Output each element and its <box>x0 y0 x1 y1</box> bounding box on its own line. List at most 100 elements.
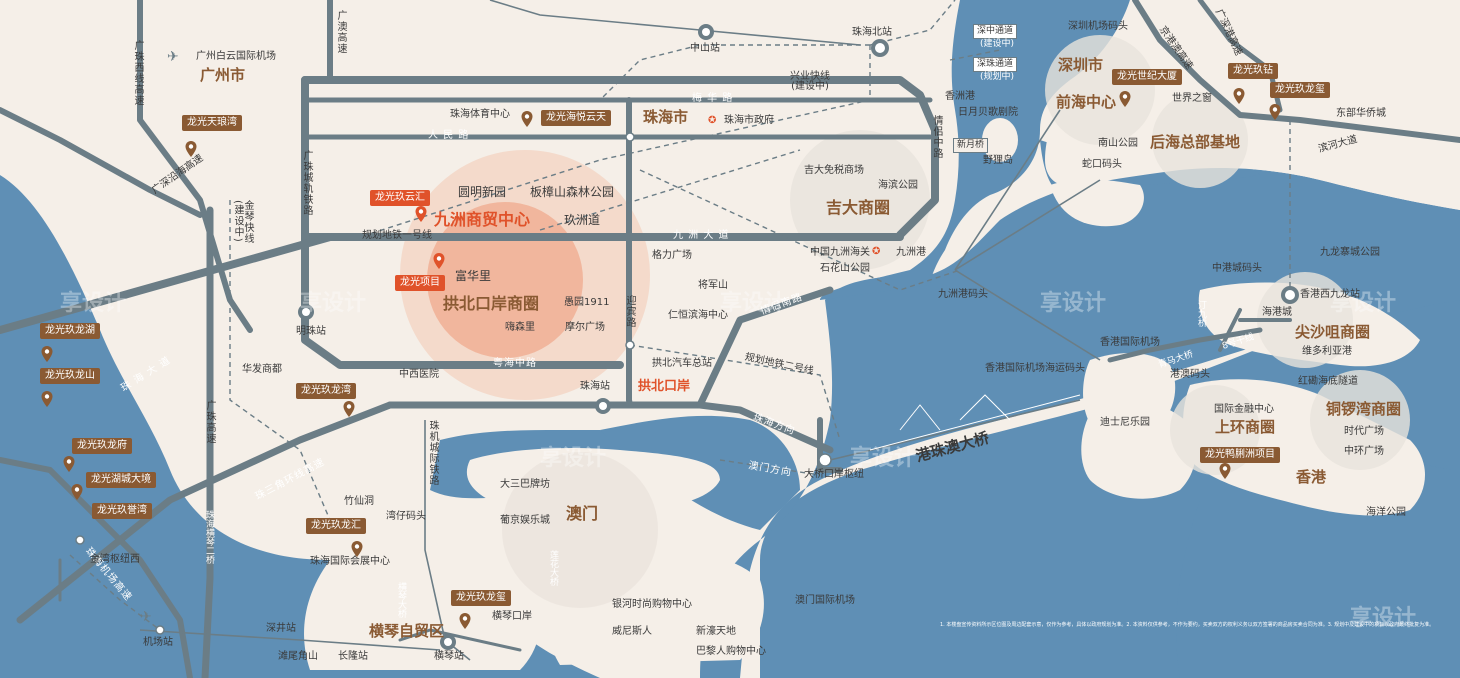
road-jiuzhou-ave: 九 洲 大 道 <box>673 230 730 241</box>
poi-sports: 珠海体育中心 <box>450 109 510 120</box>
circle-causeway: 铜锣湾商圈 <box>1326 400 1402 418</box>
poi-renheng: 仁恒滨海中心 <box>668 310 728 321</box>
poi-nanshan: 南山公园 <box>1098 138 1138 149</box>
land-layer <box>304 0 1460 670</box>
watermark: 享设计 <box>1350 606 1417 631</box>
watermark: 享设计 <box>300 291 367 316</box>
road-guangao: 广澳高速 <box>335 10 346 54</box>
station-hk-west: 香港西九龙站 <box>1300 289 1360 300</box>
tag-yueyuntian[interactable]: 龙光海悦云天 <box>541 110 611 126</box>
tag-jiuzuan[interactable]: 龙光玖钻 <box>1228 63 1278 79</box>
poi-dutyfree: 吉大免税商场 <box>804 165 864 176</box>
tag-yuwan[interactable]: 龙光玖誉湾 <box>92 503 152 519</box>
tag-longshan[interactable]: 龙光玖龙山 <box>40 368 100 384</box>
station-mingzhu: 明珠站 <box>296 326 326 337</box>
poi-xinhao: 新濠天地 <box>696 626 736 637</box>
watermark: 享设计 <box>540 446 607 471</box>
port-shekou: 蛇口码头 <box>1082 159 1122 170</box>
station-bridgehub: 大桥口岸枢纽 <box>804 469 864 480</box>
star-icon: ✪ <box>708 115 717 126</box>
label-macau-airport: 澳门国际机场 <box>795 595 855 606</box>
station-tanwei: 滩尾角山 <box>278 651 318 662</box>
label-airport-station: 机场站 <box>143 637 173 648</box>
tag-project[interactable]: 龙光项目 <box>395 275 445 291</box>
city-shenzhen: 深圳市 <box>1058 56 1104 74</box>
poi-customs: 中国九洲海关 <box>810 247 870 258</box>
tag-longxi[interactable]: 龙光玖龙玺 <box>451 590 511 606</box>
road-renmin: 人 民 路 <box>428 130 470 141</box>
location-pin-icon <box>351 541 363 557</box>
road-tingjiu: 汀九桥 <box>1196 300 1206 327</box>
plane-icon: ✈ <box>140 609 152 625</box>
tag-tianlang[interactable]: 龙光天琅湾 <box>182 115 242 131</box>
star-icon: ✪ <box>872 246 881 257</box>
poi-shihuashan: 石花山公园 <box>820 263 870 274</box>
location-pin-icon <box>1269 104 1281 120</box>
road-xingye: 兴业快线 (建设中) <box>790 71 830 92</box>
location-pin-icon <box>185 141 197 157</box>
watermark: 享设计 <box>1330 291 1397 316</box>
watermark: 享设计 <box>60 291 127 316</box>
tag-jiuyunhui[interactable]: 龙光玖云汇 <box>370 190 430 206</box>
poi-riyue: 日月贝歌剧院 <box>958 107 1018 118</box>
road-guangzhu-west: 广珠西线高速 <box>132 40 143 106</box>
plane-icon: ✈ <box>167 49 179 65</box>
poi-banzhang: 板樟山森林公园 <box>530 185 615 199</box>
label-guangzhou-airport: 广州白云国际机场 <box>196 51 276 62</box>
poi-bus: 拱北汽车总站 <box>652 358 712 369</box>
poi-yuyuan: 愚园1911 <box>564 297 610 308</box>
label-hk-airport-pier: 香港国际机场海运码头 <box>985 363 1085 374</box>
poi-haibin: 海滨公园 <box>878 180 918 191</box>
location-pin-icon <box>415 206 427 222</box>
circle-jida: 吉大商圈 <box>826 198 891 217</box>
poi-xiuseli: 嗨森里 <box>505 322 535 333</box>
tag-shijidasha[interactable]: 龙光世纪大厦 <box>1112 69 1182 85</box>
poi-kowloon-park: 九龙寨城公园 <box>1320 247 1380 258</box>
tag-jiulongxi-sz[interactable]: 龙光玖龙玺 <box>1270 82 1330 98</box>
station-zhongshan: 中山站 <box>690 43 720 54</box>
label-hk-airport: 香港国际机场 <box>1100 337 1160 348</box>
city-macau: 澳门 <box>566 504 599 523</box>
port-gangao: 港澳码头 <box>1170 369 1210 380</box>
poi-govt: 珠海市政府 <box>724 115 774 126</box>
station-zhuhai: 珠海站 <box>580 381 610 392</box>
watermark: 享设计 <box>720 291 787 316</box>
watermark: 享设计 <box>1040 291 1107 316</box>
circle-hengqin: 横琴自贸区 <box>369 622 445 640</box>
location-pin-icon <box>459 613 471 629</box>
planned-lines <box>69 0 1291 631</box>
tag-longhu[interactable]: 龙光玖龙湖 <box>40 323 100 339</box>
location-pin-icon <box>63 456 75 472</box>
station-zhuhai-north: 珠海北站 <box>852 27 892 38</box>
location-pin-icon <box>1119 91 1131 107</box>
poi-times: 时代广场 <box>1344 426 1384 437</box>
circle-tsimshatsui: 尖沙咀商圈 <box>1295 323 1371 341</box>
poi-jiangjunshan: 将军山 <box>698 280 728 291</box>
poi-victoria: 维多利亚港 <box>1302 346 1352 357</box>
city-zhuhai: 珠海市 <box>643 108 689 126</box>
location-pin-icon <box>521 111 533 127</box>
tag-longfu[interactable]: 龙光玖龙府 <box>72 438 132 454</box>
poi-dasanba: 大三巴牌坊 <box>500 479 550 490</box>
circle-central: 上环商圈 <box>1215 418 1276 436</box>
tag-yazhou[interactable]: 龙光鸭脷洲项目 <box>1200 447 1280 463</box>
road-guangzhu-east: 广珠城轨铁路 <box>301 150 312 216</box>
road-yingbin: 迎宾路 <box>624 295 635 328</box>
circle-houhai: 后海总部基地 <box>1150 133 1241 151</box>
hzmb-bridge <box>869 394 1081 451</box>
tag-huchengdajing[interactable]: 龙光湖城大境 <box>86 472 156 488</box>
tag-longwan[interactable]: 龙光玖龙湾 <box>296 383 356 399</box>
poi-geli: 格力广场 <box>652 250 692 261</box>
poi-world: 世界之窗 <box>1172 93 1212 104</box>
station-changlong: 长隆站 <box>338 651 368 662</box>
poi-zhuxiandong: 竹仙洞 <box>344 496 374 507</box>
poi-venetian: 威尼斯人 <box>612 626 652 637</box>
port-xiangzhou: 香洲港 <box>945 91 975 102</box>
poi-paris: 巴黎人购物中心 <box>696 646 766 657</box>
tag-longhui[interactable]: 龙光玖龙汇 <box>306 518 366 534</box>
location-pin-icon <box>1219 463 1231 479</box>
station-shenjing: 深井站 <box>266 623 296 634</box>
road-guangzhu: 广珠高速 <box>204 400 215 444</box>
